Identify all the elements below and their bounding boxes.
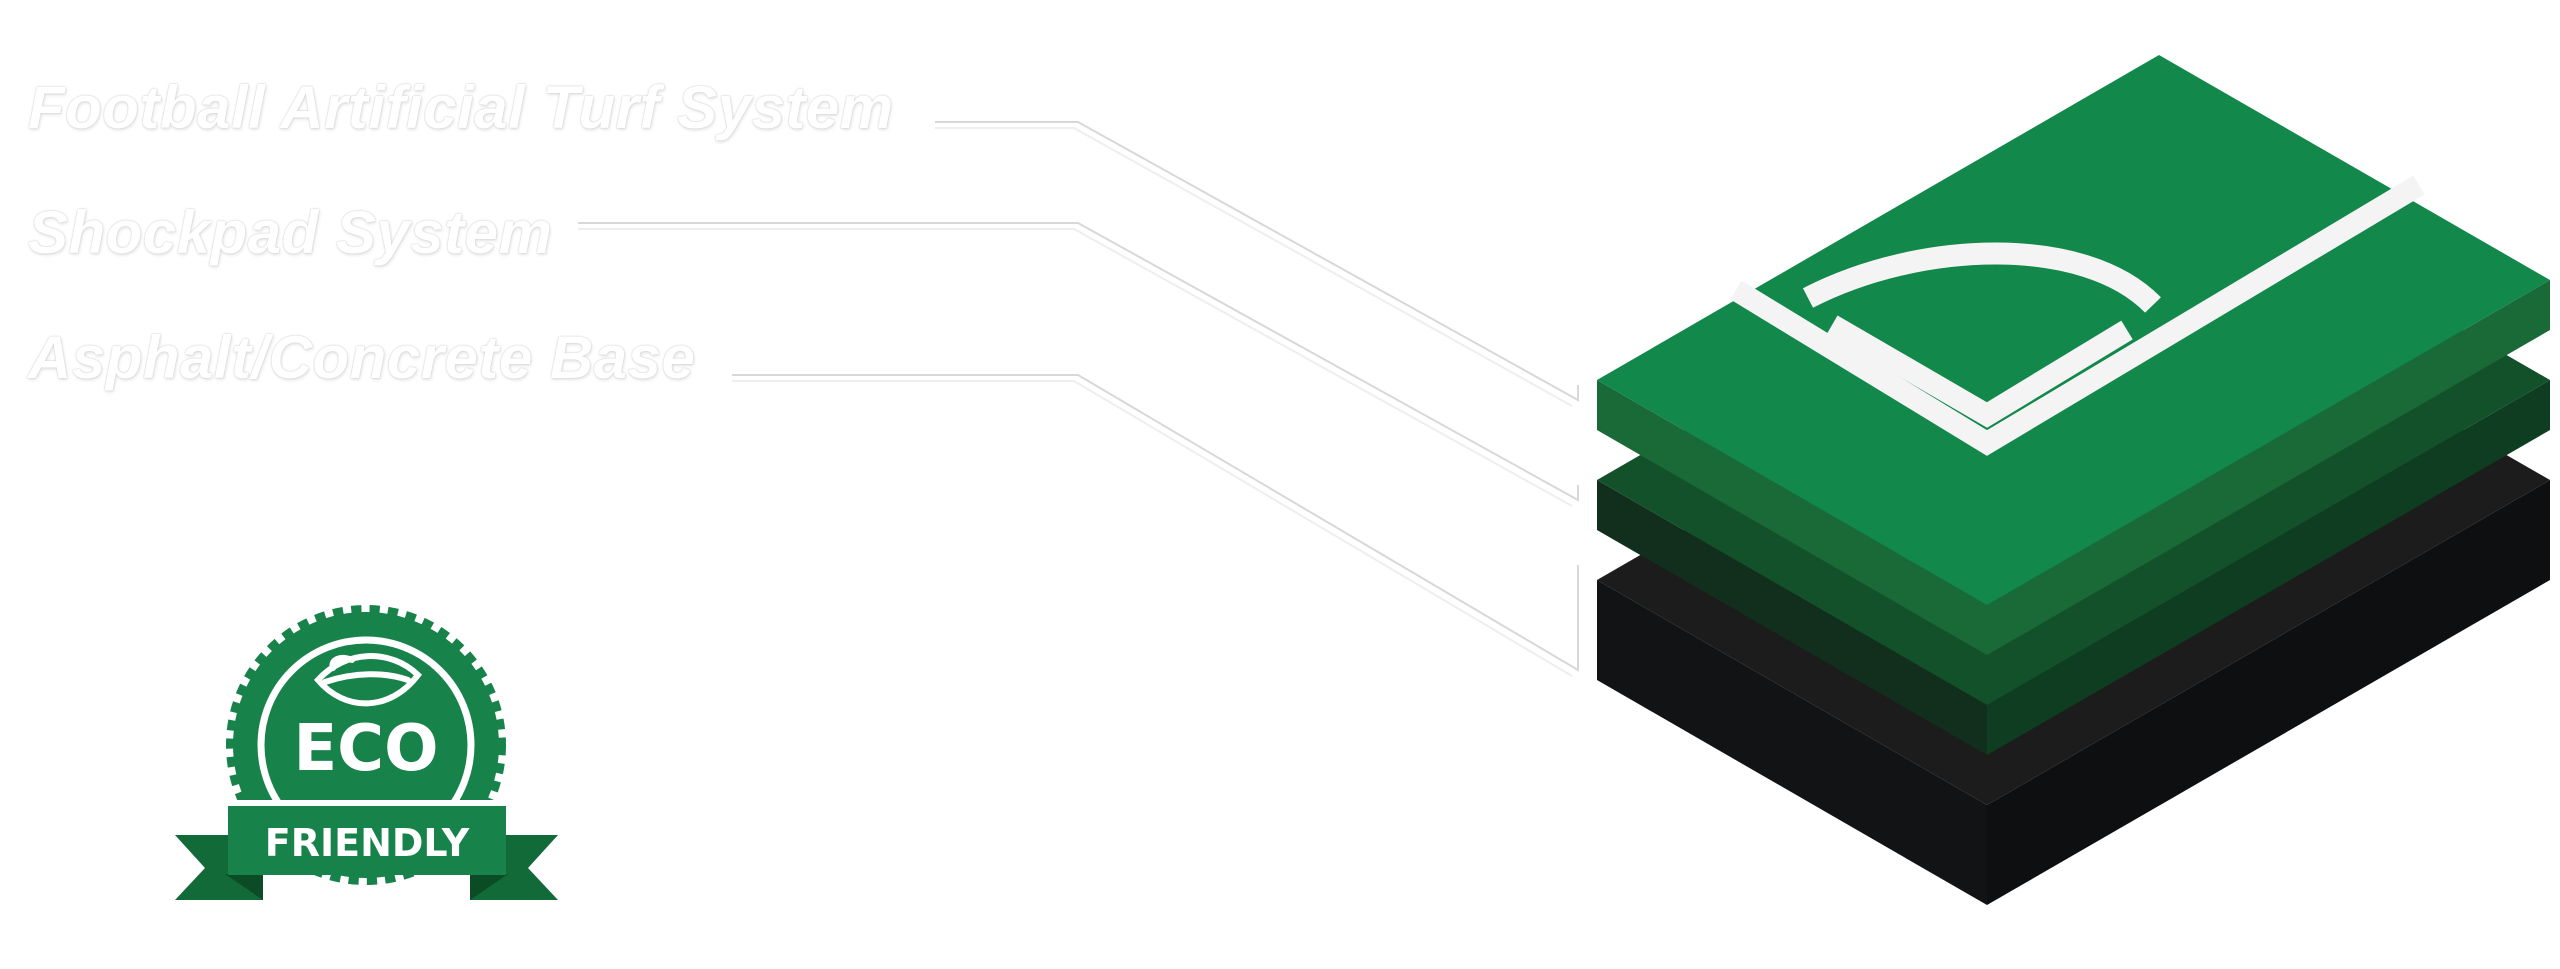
badge-title: ECO [293,712,438,786]
goal-area-line [1826,315,2133,428]
leader-line-base-shadow [732,380,1573,677]
base-right-face [1987,480,2550,905]
leader-line-shockpad [578,222,1579,502]
leaf-icon [314,653,423,707]
leader-line-base [732,374,1579,672]
turf-right-face [1987,280,2550,655]
penalty-arc [1802,242,2161,313]
shockpad-left-face [1597,480,1987,755]
turf-left-face [1597,380,1987,655]
ribbon-left-fold [225,874,263,900]
leader-lines [578,121,1579,677]
turf-layer [1597,55,2550,655]
label-shockpad-system: Shockpad System [28,199,553,266]
leader-line-turf-shadow [935,127,1573,407]
eco-friendly-badge: ECO FRIENDLY [175,605,558,900]
label-base: Asphalt/Concrete Base [28,324,696,391]
ribbon-right-fold [470,874,508,900]
leader-line-turf [935,121,1579,402]
turf-top-face [1597,55,2550,605]
leader-line-shockpad-shadow [578,228,1573,507]
label-turf-system: Football Artificial Turf System [28,74,894,141]
penalty-area-line [1730,175,2425,456]
badge-ribbon-text: FRIENDLY [265,821,470,865]
base-left-face [1597,580,1987,905]
layer-labels: Football Artificial Turf System Shockpad… [0,0,1000,420]
ribbon-band [228,805,506,875]
field-markings [1730,175,2425,456]
ribbon-band-top-edge [228,800,506,806]
shockpad-right-face [1987,380,2550,755]
